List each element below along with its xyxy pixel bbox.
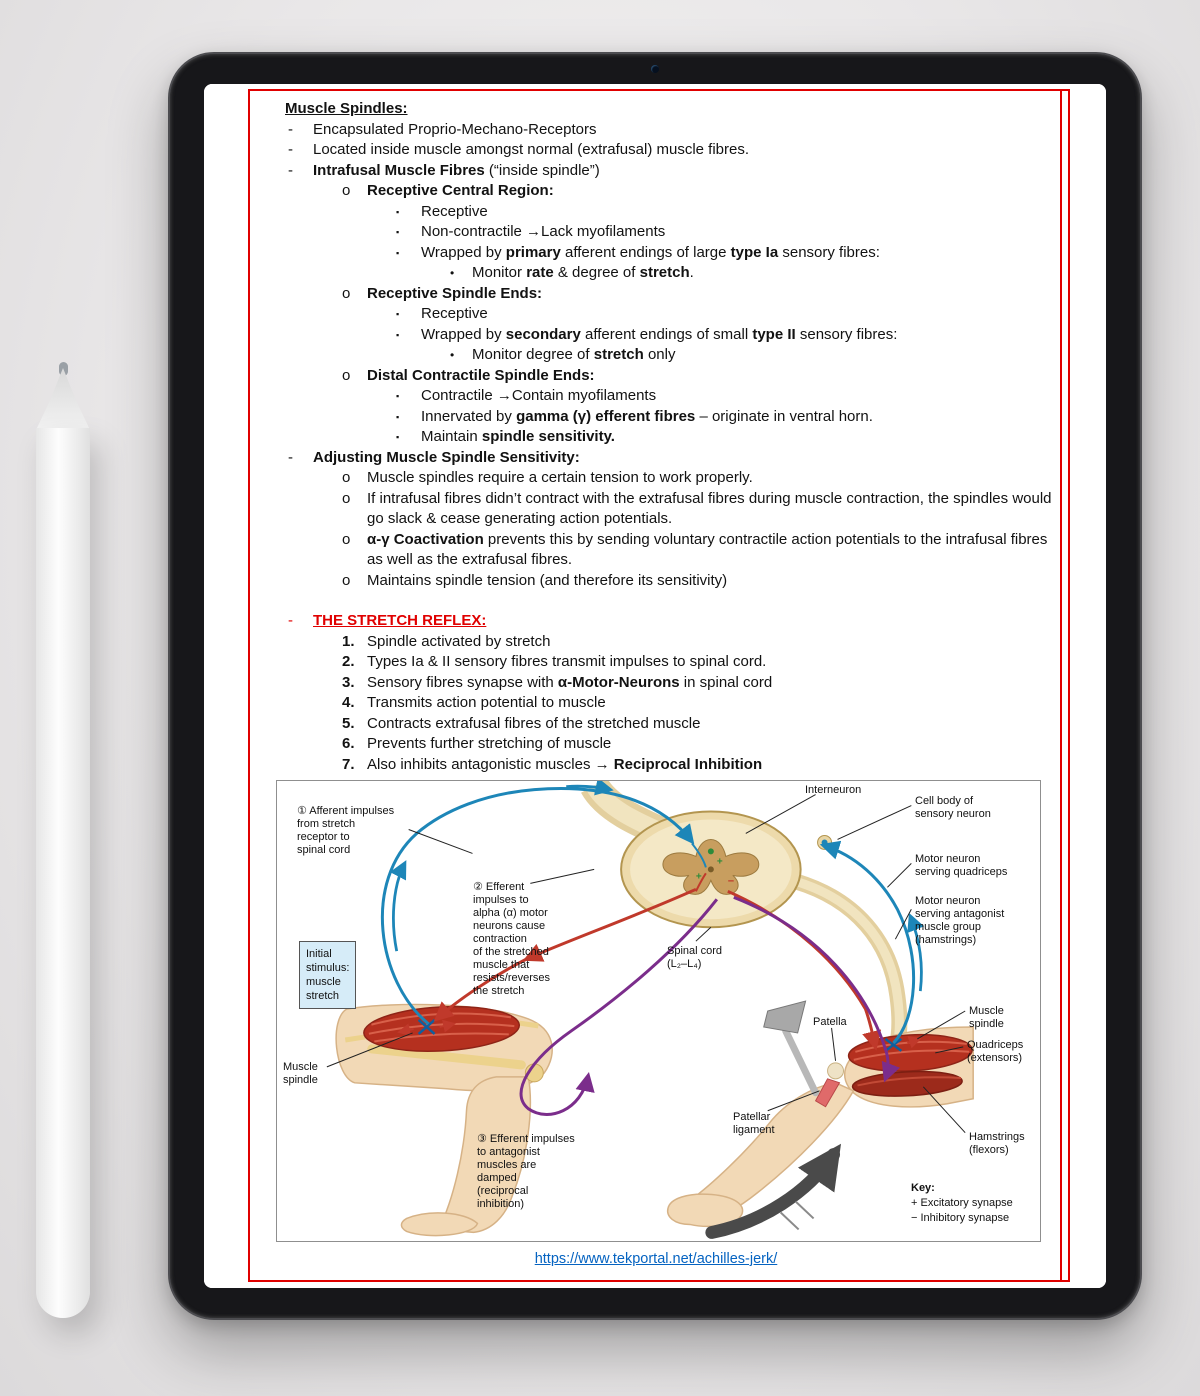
note-line: -Intrafusal Muscle Fibres (“inside spind… (288, 161, 600, 179)
svg-text:−: − (728, 875, 734, 887)
label-motor-neuron-quadriceps: Motor neuron serving quadriceps (915, 853, 1008, 878)
note-line: •Monitor rate & degree of stretch. (450, 264, 694, 281)
note-line: 1.Spindle activated by stretch (342, 632, 551, 650)
intracord-links (691, 842, 707, 892)
muscle-spindle-left-mark (397, 1019, 457, 1037)
note-line: 2.Types Ia & II sensory fibres transmit … (342, 653, 767, 670)
front-camera-icon (651, 65, 659, 73)
document-page: Muscle Spindles: -Encapsulated Proprio-Me… (204, 84, 1106, 1288)
kick-arrow (705, 1143, 842, 1239)
apple-pencil (36, 362, 90, 1318)
diagram-key-inhibitory: − Inhibitory synapse (911, 1212, 1010, 1224)
note-line: •Monitor degree of stretch only (450, 346, 676, 363)
diagram-key: Key: + Excitatory synapse − Inhibitory s… (911, 1181, 1013, 1226)
svg-text:+: + (696, 871, 702, 882)
note-line: ▪Wrapped by secondary afferent endings o… (396, 325, 898, 343)
note-line: ▪Receptive (396, 305, 488, 322)
diagram-key-title: Key: (911, 1182, 935, 1194)
reflex-hammer (763, 1000, 820, 1097)
label-patellar-ligament: Patellar ligament (733, 1111, 775, 1136)
page-content: Muscle Spindles: -Encapsulated Proprio-Me… (250, 91, 1068, 1280)
label-interneuron: Interneuron (805, 784, 862, 796)
note-line: 5.Contracts extrafusal fibres of the str… (342, 714, 701, 732)
pencil-cone (36, 368, 90, 430)
stretch-reflex-illustration: + + − (326, 781, 974, 1239)
ipad-screen: Muscle Spindles: -Encapsulated Proprio-Me… (204, 84, 1106, 1288)
left-quadriceps-muscle (344, 1005, 539, 1052)
label-spinal-cord: Spinal cord (L₂–L₄) (667, 945, 723, 970)
label-muscle-spindle-right: Muscle spindle (969, 1005, 1004, 1030)
notes: Muscle Spindles: -Encapsulated Proprio-Me… (260, 99, 1052, 775)
ipad-device: Muscle Spindles: -Encapsulated Proprio-Me… (168, 52, 1142, 1320)
label-muscle-spindle-left: Muscle spindle (283, 1061, 318, 1086)
label-initial-stimulus: Initial stimulus: muscle stretch (299, 941, 357, 1009)
label-afferent-impulses: ① Afferent impulses from stretch recepto… (297, 805, 395, 856)
note-line: 3.Sensory fibres synapse with α-Motor-Ne… (342, 673, 773, 691)
note-line: 4.Transmits action potential to muscle (342, 694, 606, 711)
patella-bone (814, 1062, 845, 1108)
note-line: ▪Maintain spindle sensitivity. (396, 428, 615, 445)
note-line: ▪Innervated by gamma (γ) efferent fibres… (396, 407, 873, 425)
label-patella: Patella (813, 1016, 847, 1028)
afferent-pathway-blue (380, 781, 925, 1044)
note-line: -THE STRETCH REFLEX: (288, 612, 487, 629)
pencil-tip-icon (59, 362, 68, 376)
note-line: -Located inside muscle amongst normal (e… (288, 141, 750, 158)
note-line: -Adjusting Muscle Spindle Sensitivity: (288, 448, 580, 466)
inhibitory-pathway-purple (519, 895, 900, 1116)
note-line: ▪Contractile →Contain myofilaments (396, 387, 657, 404)
note-line: ▪Receptive (396, 202, 488, 220)
pencil-body (36, 428, 90, 1318)
right-hamstrings-muscle (851, 1070, 963, 1097)
label-motor-neuron-antagonist: Motor neuron serving antagonist muscle g… (915, 895, 1005, 946)
stretch-reflex-diagram: + + − (276, 780, 1041, 1242)
note-line: 6.Prevents further stretching of muscle (342, 735, 612, 752)
link-line: https://www.tekportal.net/achilles-jerk/ (260, 1251, 1052, 1267)
note-line: -Encapsulated Proprio-Mechano-Receptors (288, 120, 597, 138)
svg-text:+: + (717, 856, 723, 867)
muscle-spindle-right-mark (884, 1036, 922, 1052)
label-quadriceps: Quadriceps (extensors) (967, 1039, 1024, 1064)
page-red-margin-line (1060, 89, 1062, 1282)
note-line: 7.Also inhibits antagonistic muscles → R… (342, 755, 763, 773)
label-hamstrings: Hamstrings (flexors) (969, 1131, 1025, 1156)
note-line: ▪Wrapped by primary afferent endings of … (396, 243, 880, 261)
label-efferent-antagonist: ③ Efferent impulses to antagonist muscle… (477, 1133, 575, 1210)
spinal-cord-cross-section: + + − (620, 810, 802, 929)
source-link[interactable]: https://www.tekportal.net/achilles-jerk/ (534, 1251, 778, 1267)
note-line: Muscle Spindles: (285, 100, 408, 117)
label-leader-lines (326, 794, 966, 1134)
diagram-key-excitatory: + Excitatory synapse (911, 1197, 1013, 1209)
label-cell-body: Cell body of sensory neuron (915, 795, 991, 820)
note-line: ▪Non-contractile →Lack myofilaments (396, 223, 666, 240)
label-efferent-impulses: ② Efferent impulses to alpha (α) motor n… (473, 881, 551, 997)
